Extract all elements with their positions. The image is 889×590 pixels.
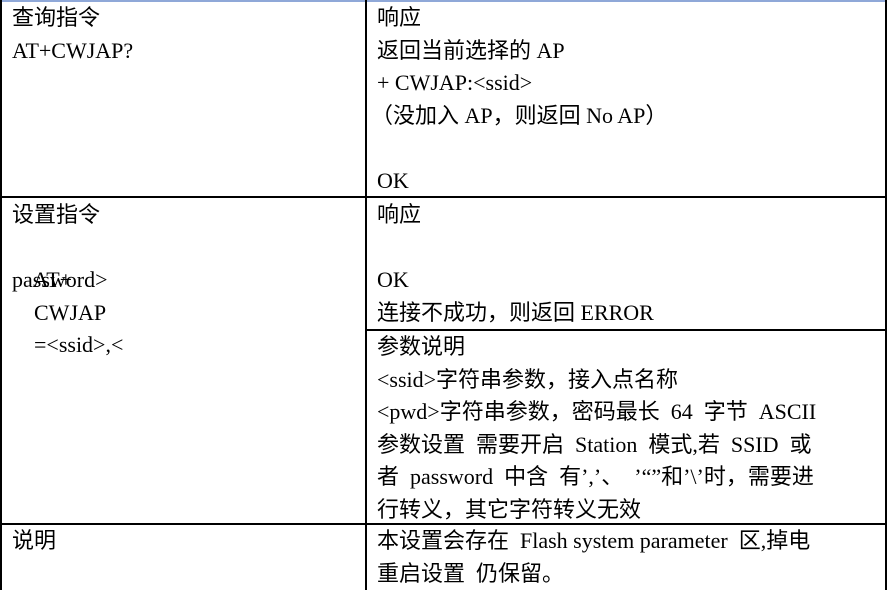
param-line: 参数设置 需要开启 Station 模式,若 SSID 或	[377, 431, 812, 457]
param-line: 者 password 中含 有’,’、 ’“”和’\’时，需要进	[377, 464, 814, 489]
query-command: AT+CWJAP?	[12, 37, 134, 63]
query-response-cell: 响应 返回当前选择的 AP + CWJAP:<ssid> （没加入 AP，则返回…	[371, 2, 877, 197]
response-line: + CWJAP:<ssid>	[377, 70, 533, 95]
set-command-part: AT+	[32, 267, 73, 292]
table-left-border	[0, 0, 2, 590]
row-divider-params	[365, 329, 887, 331]
set-response-cell: 响应 OK 连接不成功，则返回 ERROR	[377, 199, 877, 329]
set-command-part: CWJAP	[34, 299, 107, 325]
table-column-divider	[365, 0, 367, 590]
query-title: 查询指令	[12, 5, 101, 30]
response-ok: OK	[377, 267, 409, 292]
desc-line: 重启设置 仍保留。	[377, 560, 565, 586]
response-line: 返回当前选择的 AP	[377, 37, 565, 63]
table-right-border	[885, 0, 887, 590]
table-top-border	[0, 0, 887, 2]
param-line: <ssid>字符串参数，接入点名称	[377, 366, 679, 392]
desc-content-cell: 本设置会存在 Flash system parameter 区,掉电 重启设置 …	[377, 525, 877, 590]
response-ok: OK	[377, 167, 409, 193]
desc-title: 说明	[12, 528, 57, 553]
set-label-cell: 设置指令 AT+ CWJAP =<ssid>,< password>	[12, 199, 357, 357]
query-label-cell: 查询指令 AT+CWJAP?	[12, 2, 357, 67]
desc-label-cell: 说明	[12, 525, 357, 558]
set-command-cont: password>	[12, 267, 108, 292]
response-line	[377, 132, 877, 165]
set-params-cell: 参数说明 <ssid>字符串参数，接入点名称 <pwd>字符串参数，密码最长 6…	[377, 331, 877, 526]
response-title: 响应	[377, 5, 422, 30]
row-divider-2	[0, 523, 887, 525]
set-command-part: =<ssid>,<	[34, 332, 124, 357]
desc-line: 本设置会存在 Flash system parameter 区,掉电	[377, 528, 811, 553]
response-line	[377, 232, 877, 265]
param-line: 行转义，其它字符转义无效	[377, 496, 642, 522]
response-title: 响应	[377, 202, 422, 227]
params-title: 参数说明	[377, 334, 466, 359]
set-command: AT+ CWJAP =<ssid>,<	[12, 232, 357, 357]
set-title: 设置指令	[12, 202, 101, 227]
param-line: <pwd>字符串参数，密码最长 64 字节 ASCII	[377, 399, 817, 424]
row-divider-1	[0, 196, 887, 198]
response-error: 连接不成功，则返回 ERROR	[377, 299, 654, 325]
response-line: （没加入 AP，则返回 No AP）	[371, 102, 668, 128]
